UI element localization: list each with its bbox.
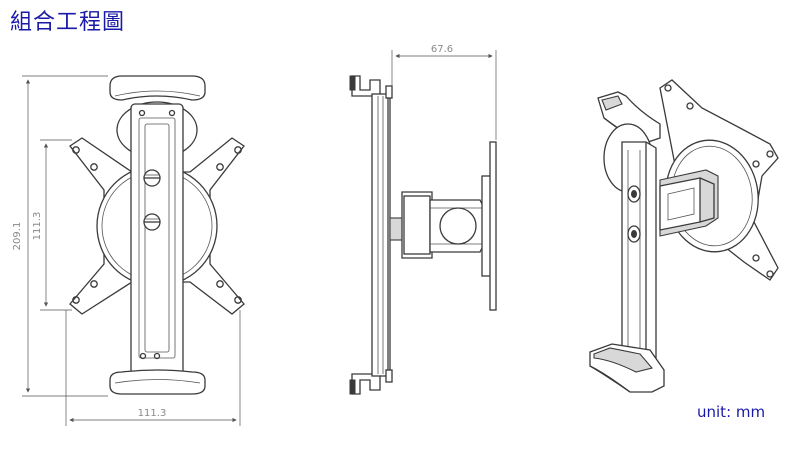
front-view: [69, 75, 245, 395]
side-rail: [371, 93, 389, 377]
dim-front-inner-height: 111.3: [32, 212, 43, 241]
knob-upper: [143, 169, 161, 187]
side-vesa-plate: [489, 141, 497, 311]
knob-lower: [143, 213, 161, 231]
dim-side-depth: 67.6: [431, 44, 453, 55]
dim-front-width: 111.3: [138, 408, 167, 419]
side-dimensions: [391, 50, 497, 140]
bottom-grip: [109, 369, 206, 395]
dim-front-height: 209.1: [12, 222, 23, 251]
iso-clamp-bar: [621, 141, 657, 365]
front-dimensions: [22, 75, 241, 426]
isometric-view: [589, 79, 779, 393]
unit-label: unit: mm: [697, 403, 766, 421]
side-view: [349, 75, 497, 395]
page-title: 組合工程圖: [10, 10, 126, 35]
plate-holes: [72, 146, 242, 304]
top-grip: [109, 75, 206, 101]
